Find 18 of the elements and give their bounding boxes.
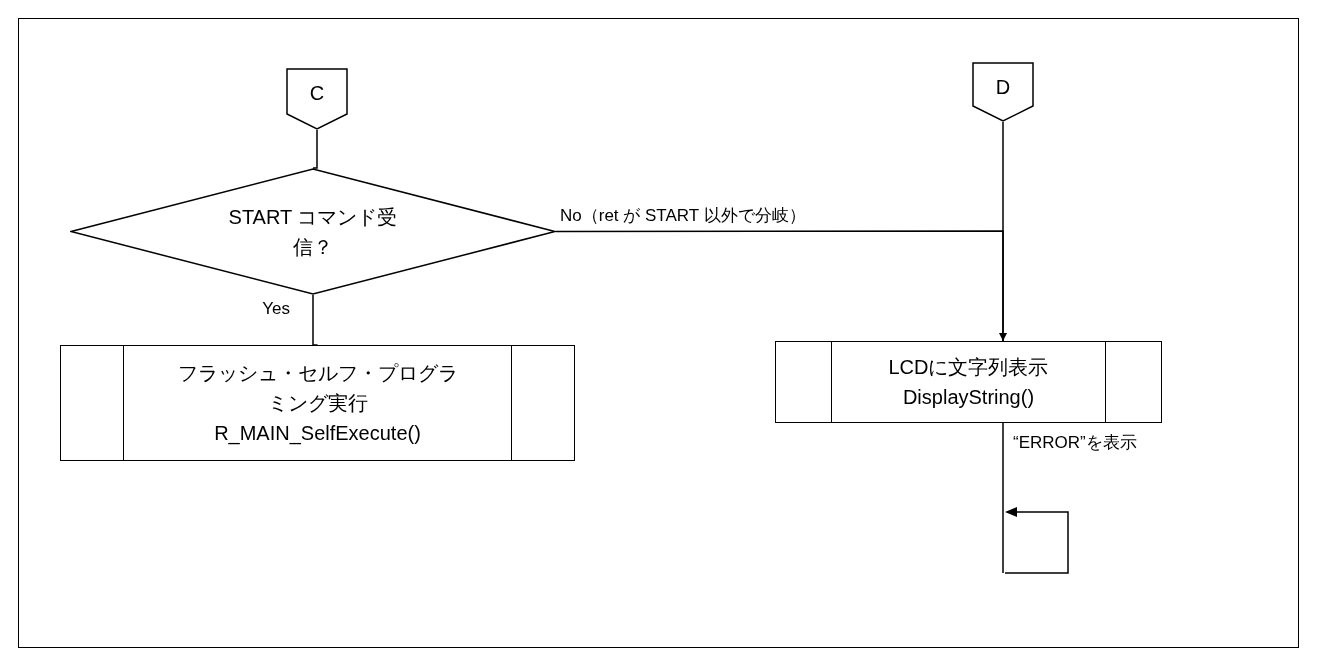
connector-line: [1002, 422, 1004, 574]
node-text: フラッシュ・セルフ・プログラミング実行: [176, 361, 459, 416]
node-text: DisplayString(): [901, 385, 1036, 410]
node-text: R_MAIN_SelfExecute(): [213, 421, 422, 447]
node-text: D: [995, 75, 1011, 100]
node-text: START コマンド受信？: [227, 204, 399, 260]
off-page-connector: [972, 62, 1034, 122]
node-text: C: [309, 81, 325, 106]
subroutine-box: [775, 341, 1162, 423]
edge-label: No（ret が START 以外で分岐）: [560, 205, 806, 227]
node-text: LCDに文字列表示: [887, 355, 1050, 380]
subroutine-box: [60, 345, 575, 461]
edge-label: “ERROR”を表示: [1013, 432, 1137, 454]
connector-line: [312, 129, 318, 169]
off-page-connector: [286, 68, 348, 130]
arrow: [999, 121, 1007, 342]
decision-diamond: [70, 168, 556, 295]
edge-label: Yes: [262, 298, 290, 320]
